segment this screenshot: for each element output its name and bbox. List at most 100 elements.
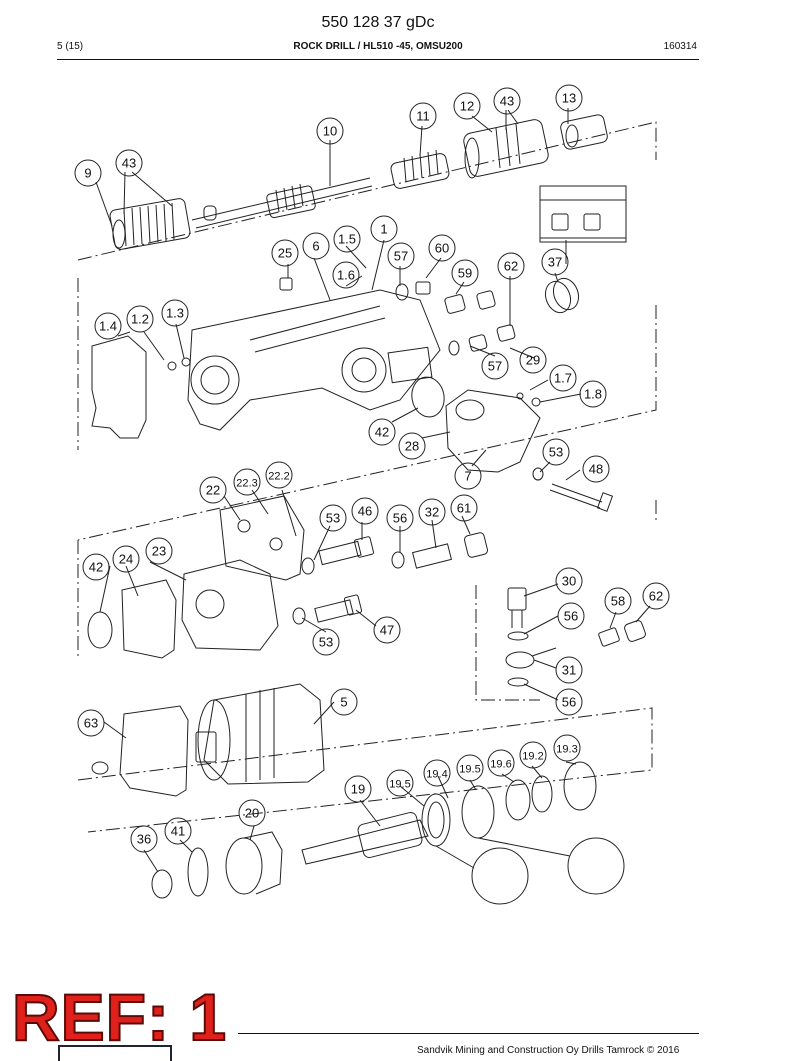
part-11-sleeve [390,149,450,189]
callout-label: 53 [549,445,563,460]
page-number: 5 (15) [57,41,84,52]
part-32-61-fitting [391,532,489,569]
footer-logo [58,1045,172,1061]
part-46-plug [301,536,375,575]
callout-label: 57 [394,249,408,264]
part-19.2-nut [531,775,553,813]
callout-circles [74,84,670,853]
part-19.3-cap [563,761,597,811]
callout-label: 42 [375,425,389,440]
part-42-o-ring [411,376,445,418]
callout-label: 20 [245,806,259,821]
callout-label: 59 [458,266,472,281]
part-5-motor [195,683,325,785]
callout-label: 48 [589,462,603,477]
part-12-43-barrel [463,119,549,179]
part-58-62-fitting [598,620,646,647]
part-30-31-banjo [505,587,557,687]
part-9-43-bushing [109,198,191,250]
callout-label: 7 [464,469,471,484]
callout-label: 24 [119,552,133,567]
callout-label: 31 [562,663,576,678]
part-6-housing [187,289,441,431]
callout-label: 62 [504,259,518,274]
callout-label: 56 [562,695,576,710]
callout-label: 19.5 [389,779,410,791]
callout-label: 19.6 [490,759,511,771]
callout-label: 43 [500,94,514,109]
callout-label: 22.2 [268,471,289,483]
document-title: ROCK DRILL / HL510 -45, OMSU200 [293,41,463,52]
callout-label: 57 [488,359,502,374]
callout-label: 60 [435,241,449,256]
callout-label: 1.3 [166,306,184,321]
callout-label: 10 [323,124,337,139]
part-28-cover [445,389,541,473]
callout-label: 1.2 [131,312,149,327]
callout-label: 9 [84,166,91,181]
callout-label: 47 [380,623,394,638]
callout-label: 19.5 [459,764,480,776]
callout-label: 12 [460,99,474,114]
callout-label: 13 [562,91,576,106]
callout-label: 19 [351,782,365,797]
part-42-o-ring-lower [87,611,113,649]
callout-label: 23 [152,544,166,559]
part-47-plug [292,594,363,625]
callout-label: 37 [548,255,562,270]
callout-label: 56 [393,511,407,526]
callout-label: 6 [312,239,319,254]
callout-label: 22.3 [236,478,257,490]
callout-label: 53 [319,635,333,650]
callout-label: 30 [562,574,576,589]
part-36-ring [151,869,173,899]
part-1.4-gasket [91,335,147,439]
callout-label: 41 [171,824,185,839]
part-19.6-ring [505,779,531,821]
callout-label: 5 [340,695,347,710]
callout-label: 43 [122,156,136,171]
callout-label: 62 [649,589,663,604]
callout-label: 36 [137,832,151,847]
callout-label: 42 [89,560,103,575]
bearing-detail-circles [435,837,625,905]
part-19-shaft [301,812,429,865]
group-frames [77,121,657,833]
footer-copyright: Sandvik Mining and Construction Oy Drill… [417,1045,680,1056]
callout-label: 25 [278,246,292,261]
callout-label: 63 [84,716,98,731]
ref-stamp: REF: 1 [11,980,228,1054]
part-63-plug [91,761,109,775]
part-23-block [181,559,279,651]
callout-label: 56 [564,609,578,624]
callout-label: 29 [526,353,540,368]
callout-label: 1.5 [338,232,356,247]
part-37-seal-detail [539,185,627,314]
part-48-bolt [532,467,614,512]
part-19.5-ring [461,785,495,839]
part-41-o-ring [187,847,209,897]
callout-label: 22 [206,483,220,498]
callout-label: 61 [457,501,471,516]
small-fittings [167,277,541,407]
callout-label: 19.4 [426,769,447,781]
callout-label: 1 [380,222,387,237]
callout-label: 1.7 [554,371,572,386]
callout-label: 58 [611,594,625,609]
part-13-cap [560,114,608,150]
callout-label: 19.3 [556,744,577,756]
footer-rule [238,1033,699,1034]
callout-label: 1.4 [99,319,117,334]
callout-label: 32 [425,505,439,520]
date-code: 160314 [663,41,697,52]
callout-label: 28 [405,439,419,454]
part-24-gasket [121,579,177,659]
callout-label: 1.6 [337,268,355,283]
doc-number: 550 128 37 gDc [321,14,435,31]
header-rule [57,59,699,60]
part-19.4-bearing [421,793,451,847]
leader-lines [95,108,651,873]
part-20-housing [225,831,283,895]
